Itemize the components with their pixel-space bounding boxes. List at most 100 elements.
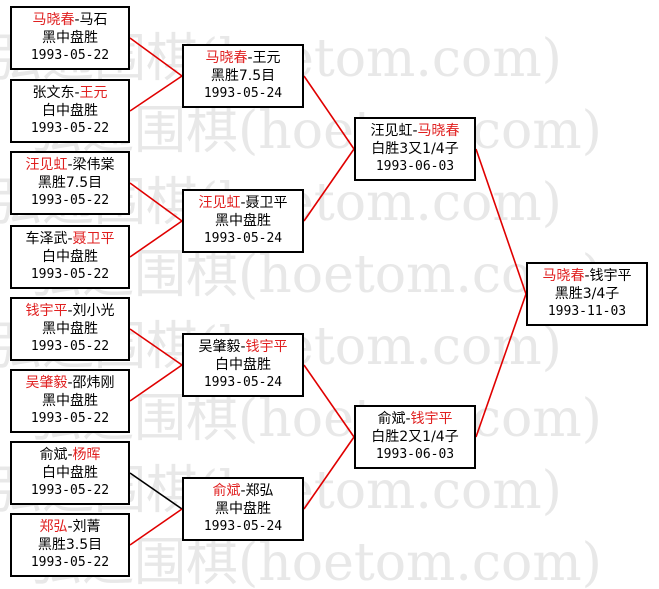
winner-connector bbox=[129, 508, 183, 546]
player-white: 马石 bbox=[79, 12, 108, 28]
player-black: 马晓春 bbox=[32, 12, 75, 28]
winner-connector bbox=[303, 148, 355, 222]
match-result: 白中盘胜 bbox=[215, 357, 271, 373]
player-white: 钱宇平 bbox=[589, 268, 632, 284]
player-white: 王元 bbox=[79, 85, 108, 101]
player-separator: - bbox=[74, 85, 80, 101]
player-black: 张文东 bbox=[32, 85, 75, 101]
player-black: 吴肇毅 bbox=[25, 375, 68, 391]
match-result: 黑中盘胜 bbox=[42, 393, 98, 409]
player-separator: - bbox=[67, 447, 73, 463]
player-separator: - bbox=[240, 483, 246, 499]
player-black: 吴肇毅 bbox=[198, 339, 241, 355]
player-separator: - bbox=[67, 519, 73, 535]
match-result: 黑胜7.5目 bbox=[210, 68, 276, 84]
player-separator: - bbox=[74, 12, 80, 28]
player-black: 钱宇平 bbox=[25, 303, 68, 319]
player-separator: - bbox=[405, 411, 411, 427]
match-date: 1993-06-03 bbox=[375, 447, 455, 462]
player-black: 俞斌 bbox=[212, 483, 241, 499]
match-date: 1993-05-24 bbox=[203, 375, 283, 390]
match-result: 黑胜3.5目 bbox=[37, 537, 103, 553]
player-black: 汪见虹 bbox=[25, 157, 68, 173]
match-result: 白中盘胜 bbox=[42, 249, 98, 265]
winner-connector bbox=[303, 364, 355, 438]
match-players: 俞斌-郑弘 bbox=[212, 482, 273, 500]
player-black: 汪见虹 bbox=[370, 123, 413, 139]
match-date: 1993-05-22 bbox=[30, 121, 110, 136]
match-date: 1993-05-24 bbox=[203, 231, 283, 246]
match-date: 1993-05-22 bbox=[30, 555, 110, 570]
match-players: 张文东-王元 bbox=[32, 84, 107, 102]
match-box: 郑弘-刘菁黑胜3.5目 1993-05-22 bbox=[10, 513, 130, 577]
loser-connector bbox=[129, 472, 183, 510]
match-date: 1993-11-03 bbox=[547, 304, 627, 319]
player-white: 郑弘 bbox=[245, 483, 274, 499]
match-date: 1993-05-22 bbox=[30, 483, 110, 498]
player-black: 车泽武 bbox=[25, 231, 68, 247]
player-separator: - bbox=[240, 195, 246, 211]
match-result: 黑中盘胜 bbox=[42, 30, 98, 46]
match-result: 黑胜3/4子 bbox=[554, 286, 620, 302]
player-white: 刘小光 bbox=[72, 303, 115, 319]
winner-connector bbox=[129, 328, 183, 366]
match-result: 黑中盘胜 bbox=[215, 213, 271, 229]
player-white: 梁伟棠 bbox=[72, 157, 115, 173]
match-players: 俞斌-杨晖 bbox=[39, 446, 100, 464]
player-white: 邵炜刚 bbox=[72, 375, 115, 391]
player-separator: - bbox=[412, 123, 418, 139]
match-date: 1993-05-24 bbox=[203, 519, 283, 534]
match-players: 车泽武-聂卫平 bbox=[25, 230, 114, 248]
match-players: 马晓春-马石 bbox=[32, 11, 107, 29]
match-players: 汪见虹-梁伟棠 bbox=[25, 156, 114, 174]
player-white: 聂卫平 bbox=[245, 195, 288, 211]
winner-connector bbox=[129, 182, 183, 222]
player-separator: - bbox=[240, 339, 246, 355]
match-result: 黑胜7.5目 bbox=[37, 175, 103, 191]
match-players: 吴肇毅-钱宇平 bbox=[198, 338, 287, 356]
player-white: 钱宇平 bbox=[410, 411, 453, 427]
match-result: 白中盘胜 bbox=[42, 103, 98, 119]
winner-connector bbox=[129, 75, 183, 112]
player-separator: - bbox=[67, 157, 73, 173]
player-separator: - bbox=[247, 50, 253, 66]
winner-connector bbox=[475, 148, 527, 295]
match-players: 汪见虹-聂卫平 bbox=[198, 194, 287, 212]
player-white: 马晓春 bbox=[417, 123, 460, 139]
player-white: 聂卫平 bbox=[72, 231, 115, 247]
match-date: 1993-05-24 bbox=[203, 86, 283, 101]
player-black: 马晓春 bbox=[542, 268, 585, 284]
match-date: 1993-05-22 bbox=[30, 193, 110, 208]
player-separator: - bbox=[67, 231, 73, 247]
player-black: 郑弘 bbox=[39, 519, 68, 535]
match-players: 马晓春-王元 bbox=[205, 49, 280, 67]
player-black: 马晓春 bbox=[205, 50, 248, 66]
player-white: 钱宇平 bbox=[245, 339, 288, 355]
player-black: 俞斌 bbox=[39, 447, 68, 463]
player-white: 王元 bbox=[252, 50, 281, 66]
player-black: 俞斌 bbox=[377, 411, 406, 427]
player-separator: - bbox=[67, 303, 73, 319]
match-players: 郑弘-刘菁 bbox=[39, 518, 100, 536]
match-date: 1993-06-03 bbox=[375, 159, 455, 174]
match-date: 1993-05-22 bbox=[30, 267, 110, 282]
winner-connector bbox=[303, 436, 355, 510]
player-separator: - bbox=[67, 375, 73, 391]
winner-connector bbox=[129, 364, 183, 402]
player-black: 汪见虹 bbox=[198, 195, 241, 211]
match-result: 黑中盘胜 bbox=[215, 501, 271, 517]
winner-connector bbox=[129, 37, 183, 77]
winner-connector bbox=[129, 220, 183, 258]
winner-connector bbox=[475, 293, 527, 438]
match-players: 汪见虹-马晓春 bbox=[370, 122, 459, 140]
